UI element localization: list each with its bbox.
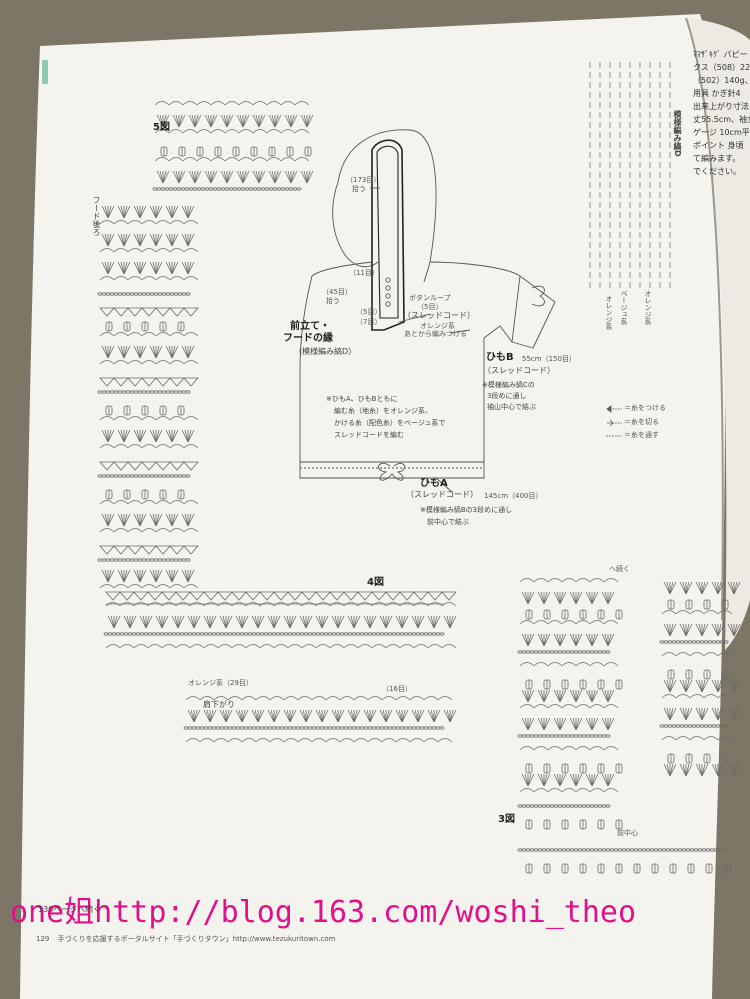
himo-a-len: 145cm（400目） bbox=[484, 492, 543, 500]
himo-a-title: ひもA bbox=[420, 478, 448, 489]
legend-item-attach: ＝糸をつける bbox=[624, 404, 666, 412]
legend-item-cut: ＝糸を切る bbox=[624, 418, 659, 426]
front-edge-title-2: フードの縁 bbox=[283, 333, 333, 344]
slid-code-1: （スレッドコード） bbox=[403, 311, 475, 320]
right-page-line-5: 出来上がり寸法 bbox=[693, 102, 749, 111]
front-edge-title-1: 前立て・ bbox=[290, 321, 330, 332]
count-7: （7目） bbox=[356, 318, 382, 326]
body-note-4: スレッドコードを編む bbox=[334, 431, 404, 439]
himo-b-note-2: 3段めに通し bbox=[487, 392, 527, 400]
diagram5-title: 5図 bbox=[153, 122, 170, 133]
attach-later: あとから編みつける bbox=[404, 330, 467, 338]
body-note-3: かける糸（配色糸）をベージュ系で bbox=[334, 419, 446, 427]
diagram5-chart bbox=[97, 101, 314, 589]
right-page-line-4: 用具 かぎ針4 bbox=[693, 89, 741, 98]
diagram4-title: 4図 bbox=[367, 577, 384, 588]
himo-b-title: ひもB bbox=[486, 352, 514, 363]
portal-text: 手づくりを応援するポータルサイト「手づくりタウン」http://www.tezu… bbox=[57, 935, 336, 943]
right-page-line-6: 丈55.5cm、袖丈 bbox=[693, 115, 750, 124]
diagram4-shoulder-label: 肩下がり bbox=[203, 700, 235, 709]
hoodie-schematic bbox=[299, 129, 556, 493]
diagram4-count16: （16目） bbox=[382, 685, 412, 693]
right-page-line-10: でください。 bbox=[693, 167, 741, 176]
hood-pick: 拾う bbox=[352, 185, 366, 193]
hood-count: （173目） bbox=[346, 176, 381, 184]
himo-a-note-2: 前中心で結ぶ bbox=[427, 518, 469, 526]
body-note-2: 編む糸（地糸）をオレンジ系、 bbox=[334, 407, 432, 415]
diagram5-side-label: フード後ろ bbox=[92, 196, 101, 236]
count-11: （11目） bbox=[349, 269, 379, 277]
right-page-line-9: て編みます。 bbox=[693, 154, 741, 163]
body-note-1: ※ひもA、ひもBともに bbox=[326, 395, 398, 403]
button-loop-count: （5目） bbox=[417, 303, 443, 311]
front-edge-sub: （模様編み縞D） bbox=[294, 347, 357, 356]
button-loop: ボタンループ bbox=[409, 294, 451, 302]
pick-45: 拾う bbox=[326, 297, 340, 305]
diagram3-continue: へ続く bbox=[609, 565, 630, 573]
himo-b-sub: （スレッドコード） bbox=[483, 366, 555, 375]
diagram3-center-label: 前中心 bbox=[617, 829, 638, 837]
orange-label: オレンジ系 bbox=[420, 322, 455, 330]
count-5: （5目） bbox=[356, 308, 382, 316]
right-page-line-1: ﾏﾏｻﾞｷｸﾞ パピー bbox=[693, 50, 748, 59]
legend-item-pass: ＝糸を通す bbox=[624, 431, 659, 439]
legend-symbols bbox=[606, 405, 622, 437]
page-fold-shadow bbox=[685, 17, 724, 621]
page-tab bbox=[42, 60, 48, 84]
himo-b-len: 55cm（150目） bbox=[522, 355, 576, 363]
diagram3-title: 3図 bbox=[498, 814, 515, 825]
right-page-line-2: クス（508）22 bbox=[693, 63, 750, 72]
himo-a-note-1: ※模様編み縞Bの3段めに通し bbox=[420, 506, 513, 514]
diagram4-width-label: オレンジ系（29目） bbox=[188, 679, 253, 687]
watermark: one姐http://blog.163.com/woshi_theo bbox=[10, 895, 637, 930]
himo-b-note-3: 袖山中心で結ぶ bbox=[487, 403, 536, 411]
right-page-line-3: （502）140g、 bbox=[693, 76, 750, 85]
stitch-column-chart bbox=[589, 62, 671, 288]
count-45: （45目） bbox=[322, 288, 352, 296]
facing-page bbox=[686, 18, 750, 650]
page-paper bbox=[20, 14, 725, 999]
diagram3-chart bbox=[517, 578, 741, 874]
page-number: 129 bbox=[36, 935, 50, 943]
right-page-line-8: ポイント 身頃 bbox=[693, 141, 744, 150]
legend-col-orange-1: オレンジ系 bbox=[644, 290, 652, 325]
himo-a-sub: （スレッドコード） bbox=[406, 490, 478, 499]
legend-col-beige: ベージュ系 bbox=[620, 290, 628, 325]
right-side-title: 模様編み縞D bbox=[673, 110, 682, 157]
right-page-line-7: ゲージ 10cm平 bbox=[693, 128, 750, 137]
page-footer: 129 手づくりを応援するポータルサイト「手づくりタウン」http://www.… bbox=[36, 934, 341, 944]
himo-b-note-1: ※模様編み縞Cの bbox=[482, 381, 535, 389]
legend-col-orange-2: オレンジ系 bbox=[605, 295, 613, 330]
continue-note: 130ページへ続く bbox=[38, 905, 102, 914]
diagram4-chart bbox=[103, 591, 457, 743]
